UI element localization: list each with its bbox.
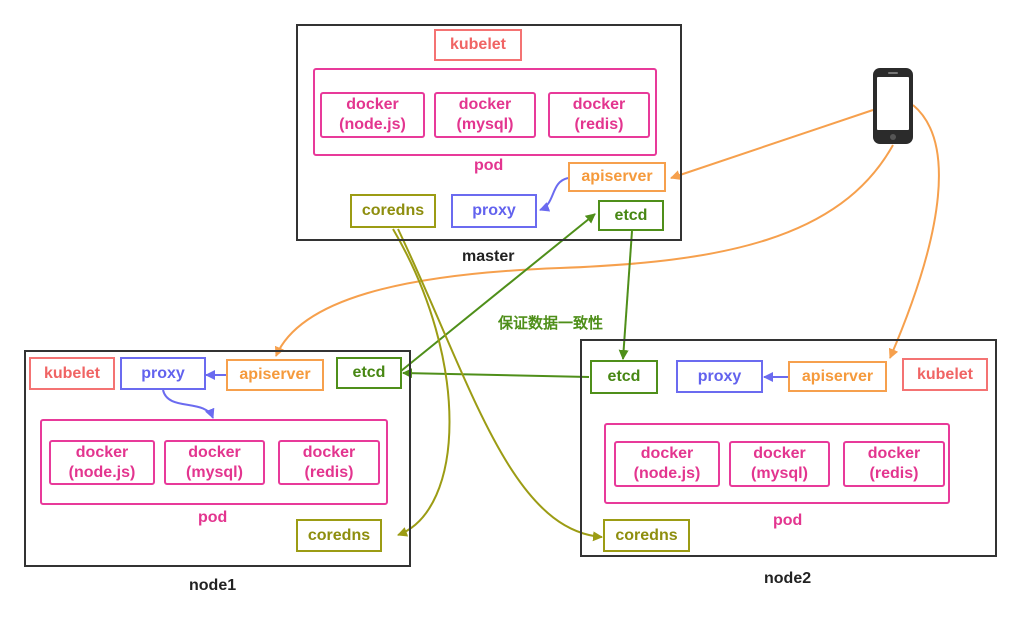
master-coredns[interactable]: coredns xyxy=(350,194,436,228)
node2-coredns[interactable]: coredns xyxy=(603,519,690,552)
node1-docker-mysql[interactable]: docker (mysql) xyxy=(164,440,265,485)
master-docker-nodejs[interactable]: docker (node.js) xyxy=(320,92,425,138)
node1-coredns[interactable]: coredns xyxy=(296,519,382,552)
master-docker-mysql[interactable]: docker (mysql) xyxy=(434,92,536,138)
node2-frame xyxy=(580,339,997,557)
node2-proxy[interactable]: proxy xyxy=(676,360,763,393)
node1-proxy-to-pod-arrow xyxy=(162,389,215,419)
master-pod xyxy=(313,68,657,156)
node2-kubelet[interactable]: kubelet xyxy=(902,358,988,391)
master-label: master xyxy=(462,248,515,265)
coredns-master-to-node2 xyxy=(397,228,603,542)
apiserver-to-proxy-arrow xyxy=(539,177,569,212)
node2-docker-nodejs[interactable]: docker (node.js) xyxy=(614,441,720,487)
smartphone-icon[interactable] xyxy=(871,66,915,146)
node1-docker-redis[interactable]: docker (redis) xyxy=(278,440,380,485)
node1-apiserver[interactable]: apiserver xyxy=(226,359,324,391)
master-pod-label: pod xyxy=(474,157,504,174)
node2-pod-label: pod xyxy=(773,512,803,529)
node1-label: node1 xyxy=(189,577,237,594)
master-node-frame xyxy=(296,24,682,241)
node1-docker-nodejs[interactable]: docker (node.js) xyxy=(49,440,155,485)
node2-docker-mysql[interactable]: docker (mysql) xyxy=(729,441,830,487)
node1-pod xyxy=(40,419,388,505)
node2-label: node2 xyxy=(764,570,812,587)
node1-etcd[interactable]: etcd xyxy=(336,357,402,389)
master-etcd[interactable]: etcd xyxy=(598,200,664,231)
node1-pod-label: pod xyxy=(198,509,228,526)
master-apiserver[interactable]: apiserver xyxy=(568,162,666,192)
coredns-master-to-node1 xyxy=(392,228,451,537)
etcd-sync-master-node2 xyxy=(618,230,633,360)
node1-kubelet[interactable]: kubelet xyxy=(29,357,115,390)
node2-apiserver[interactable]: apiserver xyxy=(788,361,887,392)
etcd-sync-node2-node1 xyxy=(402,368,590,379)
node2-pod xyxy=(604,423,950,504)
client-to-node2-apiserver-arrow xyxy=(888,104,940,359)
master-proxy[interactable]: proxy xyxy=(451,194,537,228)
node1-proxy[interactable]: proxy xyxy=(120,357,206,390)
node1-frame xyxy=(24,350,411,567)
client-to-master-apiserver-arrow xyxy=(670,109,874,180)
node2-etcd[interactable]: etcd xyxy=(590,360,658,394)
master-kubelet[interactable]: kubelet xyxy=(434,29,522,61)
master-docker-redis[interactable]: docker (redis) xyxy=(548,92,650,138)
node2-docker-redis[interactable]: docker (redis) xyxy=(843,441,945,487)
consistency-note: 保证数据一致性 xyxy=(498,315,604,332)
